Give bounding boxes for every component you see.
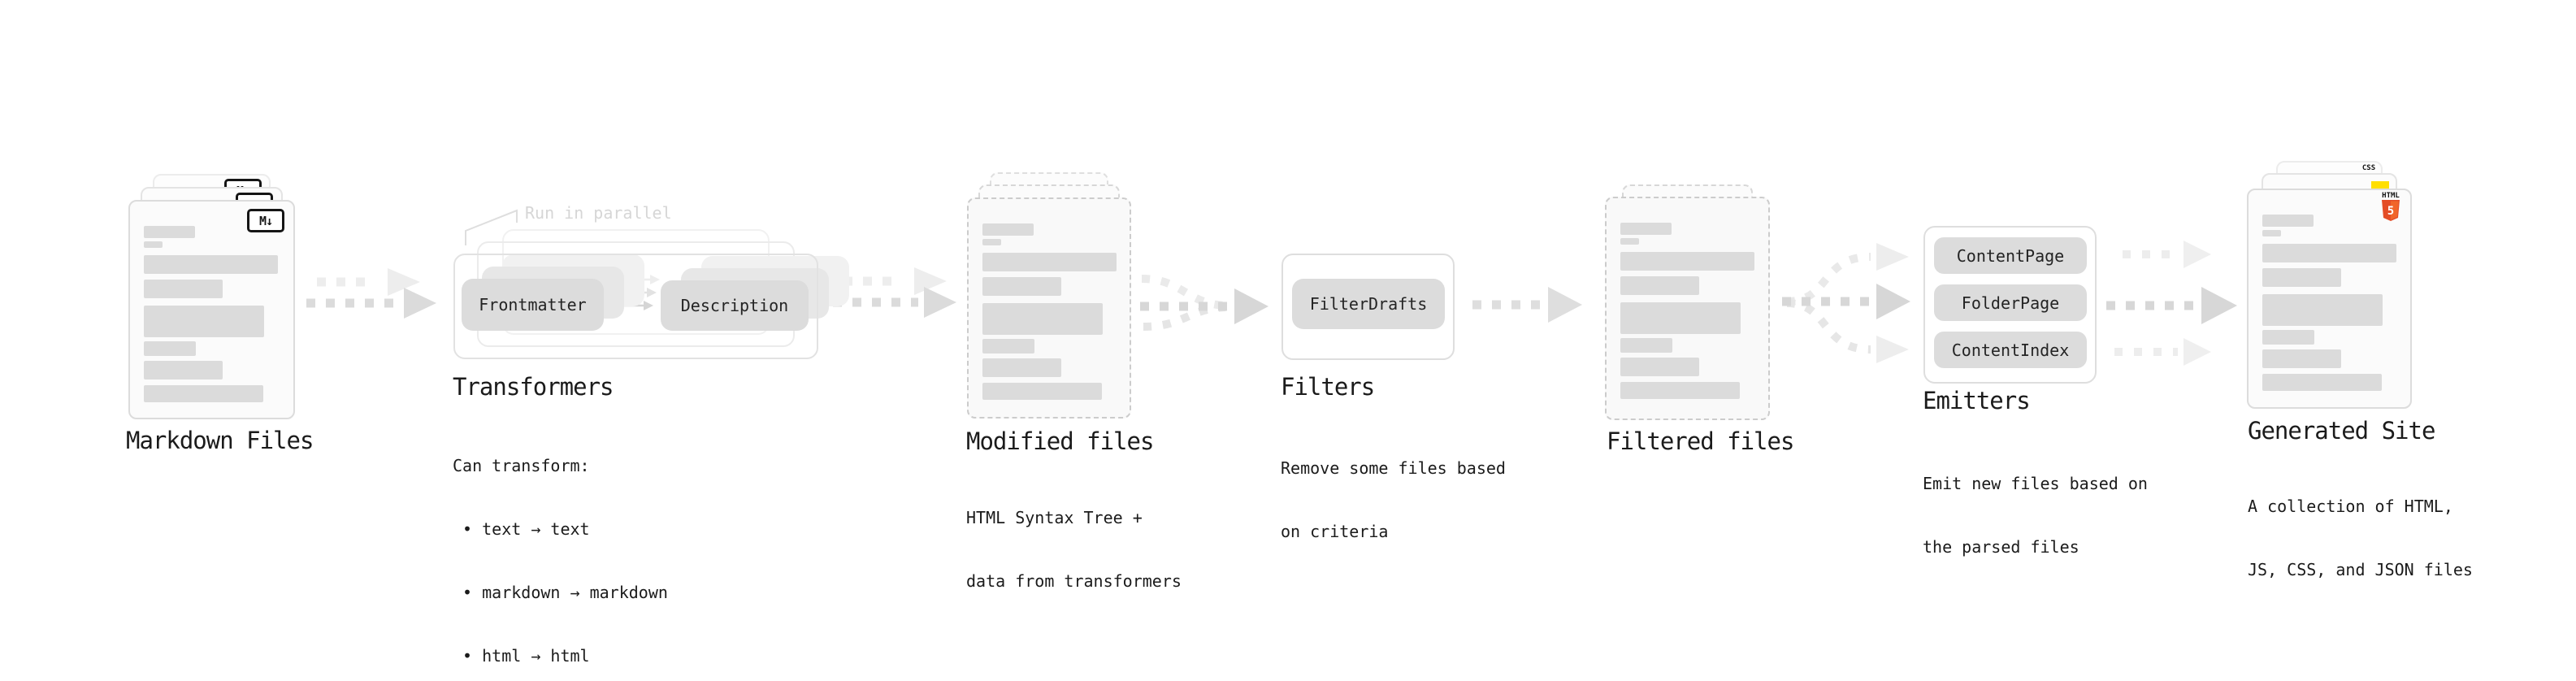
description-line: JS, CSS, and JSON files	[2248, 560, 2473, 579]
text-line-placeholder	[2262, 230, 2281, 236]
emitters-title: Emitters	[1923, 387, 2031, 414]
modified-files-title: Modified files	[966, 427, 1154, 455]
filters-title: Filters	[1281, 373, 1375, 401]
text-line-placeholder	[2262, 349, 2341, 368]
folderpage-pill: FolderPage	[1934, 284, 2087, 321]
text-line-placeholder	[144, 341, 196, 356]
frontmatter-pill: Frontmatter	[462, 279, 604, 331]
description-line: Remove some files based	[1281, 458, 1506, 478]
description-line: HTML Syntax Tree +	[966, 508, 1143, 527]
text-line-placeholder	[982, 277, 1061, 296]
html5-icon-number: 5	[2387, 205, 2394, 218]
text-line-placeholder	[982, 239, 1001, 245]
text-line-placeholder	[2262, 330, 2314, 345]
arrow-transformers-to-modified	[833, 267, 956, 318]
html-file-card: HTML 5	[2247, 189, 2412, 409]
text-line-placeholder	[2262, 268, 2341, 287]
modified-files-description: HTML Syntax Tree + data from transformer…	[966, 465, 1182, 634]
description-line: Can transform:	[453, 456, 590, 475]
generated-site-description: A collection of HTML, JS, CSS, and JSON …	[2248, 453, 2473, 622]
contentpage-pill: ContentPage	[1934, 237, 2087, 274]
text-line-placeholder	[144, 255, 278, 274]
text-line-placeholder	[982, 223, 1034, 236]
text-line-placeholder	[982, 303, 1103, 335]
emitters-description: Emit new files based on the parsed files	[1923, 431, 2148, 600]
text-line-placeholder	[1620, 338, 1672, 353]
description-line: data from transformers	[966, 571, 1182, 591]
description-bullet: • html → html	[453, 646, 590, 666]
description-line: Emit new files based on	[1923, 474, 2148, 493]
generated-site-title: Generated Site	[2248, 417, 2435, 445]
text-line-placeholder	[982, 383, 1102, 400]
text-line-placeholder	[982, 253, 1117, 271]
text-line-placeholder	[144, 280, 223, 298]
text-line-placeholder	[2262, 294, 2383, 326]
text-line-placeholder	[2262, 244, 2396, 262]
arrow-filtered-to-emitters-split	[1782, 243, 1910, 363]
html5-icon: HTML 5	[2380, 192, 2401, 223]
description-line: on criteria	[1281, 522, 1389, 541]
html5-shield: 5	[2382, 200, 2400, 221]
text-line-placeholder	[982, 339, 1034, 354]
transformer-box-front	[453, 254, 818, 359]
contentindex-pill: ContentIndex	[1934, 332, 2087, 368]
markdown-files-title: Markdown Files	[126, 427, 314, 454]
run-in-parallel-note: Run in parallel	[525, 203, 672, 223]
html5-icon-label: HTML	[2382, 192, 2400, 200]
transformers-title: Transformers	[453, 373, 614, 401]
markdown-icon: M↓	[247, 209, 284, 232]
text-line-placeholder	[144, 306, 264, 337]
arrow-modified-to-filters-merge	[1140, 275, 1268, 331]
description-line: the parsed files	[1923, 537, 2079, 557]
text-line-placeholder	[1620, 302, 1741, 334]
arrow-emitters-to-generated	[2106, 241, 2237, 366]
text-line-placeholder	[144, 226, 195, 238]
description-bullet: • markdown → markdown	[453, 583, 668, 602]
text-line-placeholder	[144, 361, 223, 380]
filters-description: Remove some files based on criteria	[1281, 415, 1506, 584]
text-line-placeholder	[2262, 374, 2382, 391]
text-line-placeholder	[982, 358, 1061, 377]
javascript-icon	[2371, 181, 2389, 190]
css-icon-label: CSS	[2361, 164, 2376, 172]
description-pill: Description	[661, 280, 809, 331]
text-line-placeholder	[1620, 252, 1754, 271]
transformers-description: Can transform: • text → text • markdown …	[453, 413, 668, 681]
filtered-files-title: Filtered files	[1607, 427, 1794, 455]
description-line: A collection of HTML,	[2248, 497, 2453, 516]
filtered-file-card-front	[1605, 197, 1770, 420]
text-line-placeholder	[144, 385, 263, 402]
markdown-file-card-front: M↓	[128, 200, 295, 419]
text-line-placeholder	[1620, 223, 1672, 235]
text-line-placeholder	[1620, 382, 1740, 399]
modified-file-card-front	[967, 197, 1131, 419]
arrow-markdown-to-transformers	[306, 268, 436, 319]
arrow-filters-to-filtered	[1472, 287, 1582, 323]
text-line-placeholder	[1620, 276, 1699, 295]
filterdrafts-pill: FilterDrafts	[1292, 279, 1445, 329]
text-line-placeholder	[144, 241, 163, 248]
text-line-placeholder	[2262, 215, 2314, 227]
text-line-placeholder	[1620, 238, 1639, 245]
description-bullet: • text → text	[453, 519, 590, 539]
text-line-placeholder	[1620, 358, 1699, 376]
